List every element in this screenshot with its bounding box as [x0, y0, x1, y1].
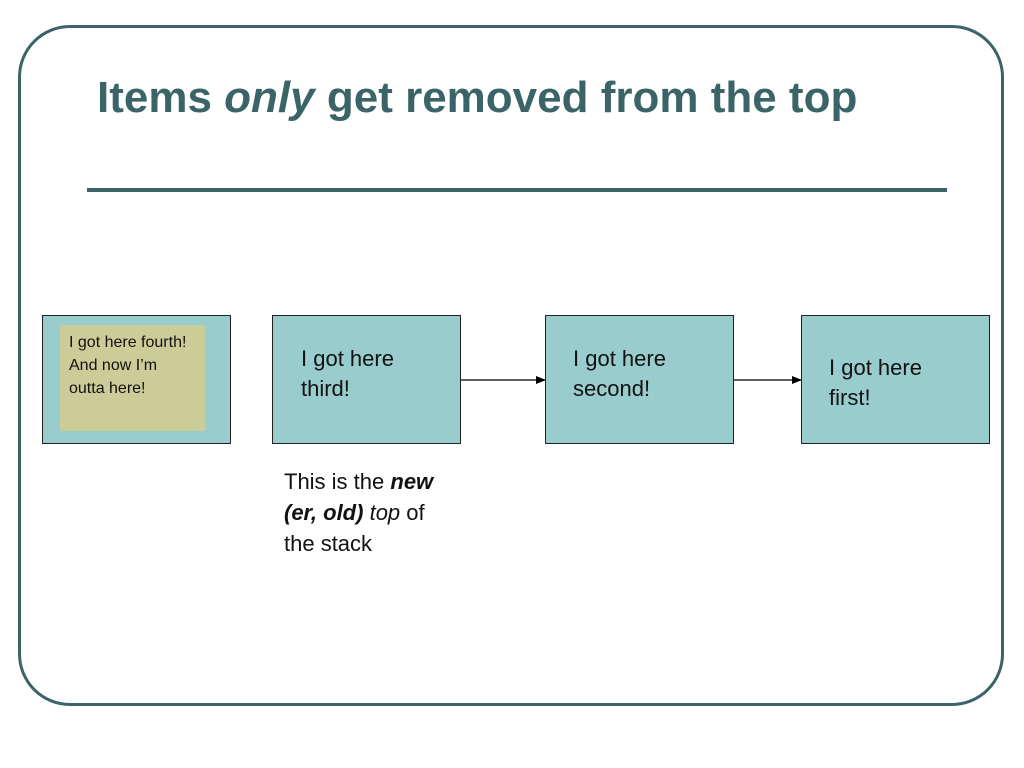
note-text-1: This is the	[284, 469, 391, 494]
node-label-third: I got here third!	[301, 346, 394, 401]
top-of-stack-note: This is the new (er, old) top of the sta…	[284, 466, 454, 559]
title-underline	[87, 188, 947, 192]
slide-title: Items only get removed from the top	[97, 70, 957, 126]
title-part-2: get removed from the top	[314, 73, 858, 122]
popped-item: I got here fourth! And now I’m outta her…	[60, 325, 205, 431]
stack-node-third: I got here third!	[272, 315, 461, 444]
node-label-second: I got here second!	[573, 346, 666, 401]
title-part-1: Items	[97, 73, 225, 122]
note-top: top	[369, 500, 401, 525]
slide-frame	[18, 25, 1004, 706]
note-emphasis: new (er, old)	[284, 469, 434, 525]
stack-node-fourth: I got here fourth! And now I’m outta her…	[42, 315, 231, 444]
note-text-3: of the stack	[284, 500, 425, 556]
stack-node-first: I got here first!	[801, 315, 990, 444]
stack-node-second: I got here second!	[545, 315, 734, 444]
node-label-first: I got here first!	[829, 355, 922, 410]
title-emphasis: only	[224, 73, 315, 122]
